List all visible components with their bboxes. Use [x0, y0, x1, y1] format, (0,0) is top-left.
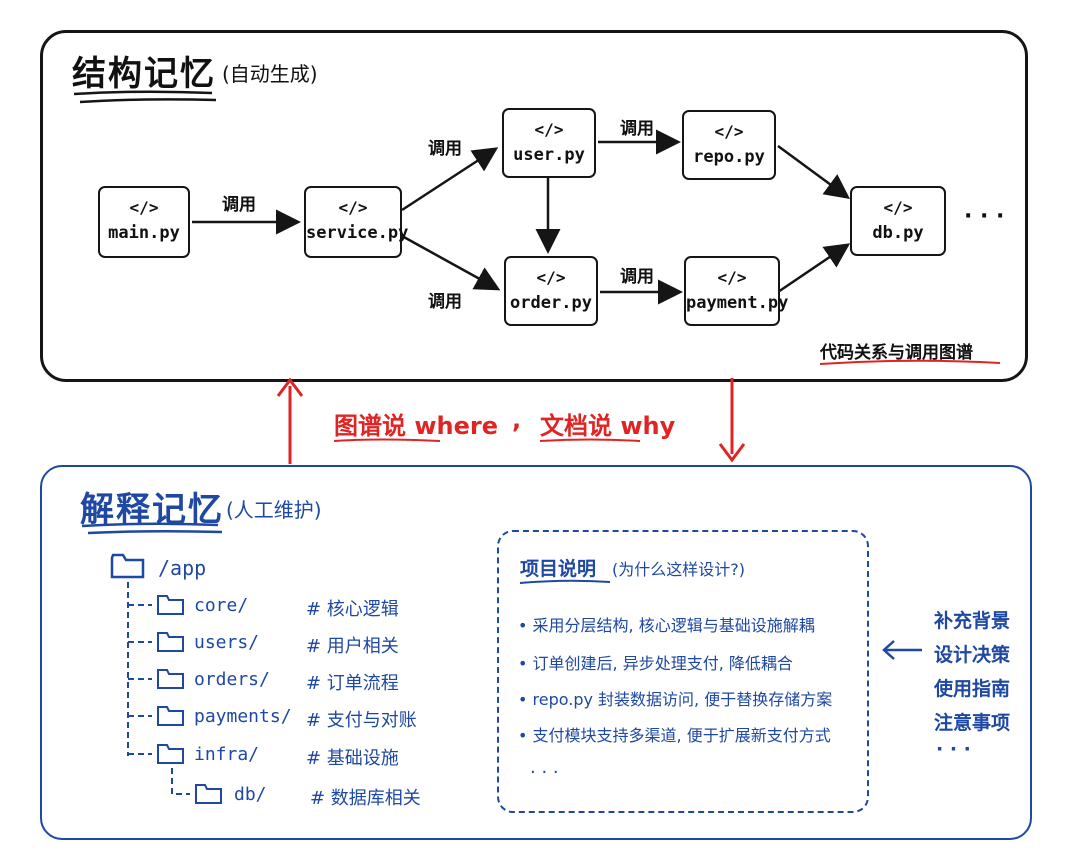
- side-item-ellipsis: · · ·: [936, 738, 971, 760]
- folder-icon: [110, 553, 145, 579]
- node-repo: </> repo.py: [682, 110, 776, 180]
- edge-label-main-service: 调用: [222, 195, 256, 215]
- where-phrase: 图谱说 where: [334, 412, 499, 440]
- tree-item-users: users/: [194, 632, 260, 653]
- folder-icon: [157, 706, 184, 726]
- edge-label-order-payment: 调用: [620, 267, 654, 287]
- call-graph-edges: [192, 129, 851, 305]
- explanation-memory-subtitle: (人工维护): [226, 498, 322, 522]
- edge-label-service-order: 调用: [428, 292, 462, 312]
- tree-comment-payments: # 支付与对账: [306, 710, 417, 731]
- notes-title: 项目说明: [520, 558, 597, 580]
- node-user: </> user.py: [502, 108, 596, 178]
- node-main-label: main.py: [108, 223, 180, 243]
- tree-item-db: db/: [234, 784, 267, 805]
- code-icon: </>: [714, 122, 744, 141]
- code-icon: </>: [534, 120, 564, 139]
- notes-bullet: • repo.py 封装数据访问, 便于替换存储方案: [518, 690, 833, 709]
- node-order-label: order.py: [510, 293, 592, 313]
- structure-memory-title: 结构记忆: [72, 54, 216, 94]
- up-arrow-icon: [276, 377, 304, 464]
- notes-title-underline: [519, 579, 611, 584]
- folder-icon: [157, 744, 184, 764]
- phrase-separator: ,: [512, 406, 522, 434]
- folder-icon: [157, 595, 184, 615]
- node-order: </> order.py: [504, 256, 598, 326]
- notes-bullet: • 支付模块支持多渠道, 便于扩展新支付方式: [518, 726, 831, 745]
- code-icon: </>: [338, 198, 368, 217]
- tree-item-orders: orders/: [194, 669, 270, 690]
- code-icon: </>: [717, 268, 747, 287]
- node-db-label: db.py: [872, 223, 924, 243]
- more-nodes-ellipsis: · · ·: [964, 204, 1005, 229]
- tree-item-app: /app: [158, 556, 207, 580]
- node-repo-label: repo.py: [693, 147, 765, 167]
- tree-comment-orders: # 订单流程: [306, 673, 399, 694]
- code-icon: </>: [129, 198, 159, 217]
- tree-comment-infra: # 基础设施: [306, 748, 399, 769]
- why-phrase: 文档说 why: [540, 412, 676, 440]
- tree-comment-users: # 用户相关: [306, 636, 399, 657]
- caption-underline: [819, 359, 1001, 365]
- structure-memory-panel: [40, 30, 1028, 382]
- side-item-background: 补充背景: [934, 610, 1011, 632]
- code-icon: </>: [536, 268, 566, 287]
- tree-item-infra: infra/: [194, 744, 260, 765]
- node-payment-label: payment.py: [686, 293, 789, 313]
- node-db: </> db.py: [850, 186, 946, 256]
- tree-item-core: core/: [194, 595, 249, 616]
- project-notes-box: [497, 530, 869, 813]
- folder-icon: [195, 784, 222, 804]
- graph-caption: 代码关系与调用图谱: [820, 343, 973, 363]
- notes-bullet: • 订单创建后, 异步处理支付, 降低耦合: [518, 654, 793, 673]
- notes-bullet: • 采用分层结构, 核心逻辑与基础设施解耦: [518, 616, 815, 635]
- folder-icon: [157, 669, 184, 689]
- tree-item-payments: payments/: [194, 706, 292, 727]
- side-item-usage-guide: 使用指南: [934, 678, 1011, 700]
- explanation-memory-panel: [40, 465, 1032, 840]
- down-arrow-icon: [718, 378, 746, 463]
- side-item-design-decisions: 设计决策: [934, 644, 1011, 666]
- node-service-label: service.py: [306, 223, 409, 243]
- node-payment: </> payment.py: [684, 256, 789, 326]
- left-arrow-icon: [882, 640, 922, 660]
- title-underline: [73, 90, 217, 104]
- tree-comment-db: # 数据库相关: [310, 788, 421, 809]
- structure-memory-subtitle: (自动生成): [222, 62, 318, 86]
- node-main: </> main.py: [98, 186, 190, 258]
- edge-label-user-repo: 调用: [620, 119, 654, 139]
- folder-icon: [157, 632, 184, 652]
- notes-subtitle: (为什么这样设计?): [612, 560, 745, 579]
- node-user-label: user.py: [513, 145, 585, 165]
- notes-ellipsis: · · ·: [530, 762, 559, 783]
- node-service: </> service.py: [304, 186, 409, 258]
- edge-label-service-user: 调用: [428, 139, 462, 159]
- phrase-underline: [333, 438, 641, 442]
- code-icon: </>: [883, 198, 913, 217]
- bottom-title-underline: [81, 522, 223, 535]
- tree-comment-core: # 核心逻辑: [306, 599, 399, 620]
- side-item-notes: 注意事项: [934, 712, 1011, 734]
